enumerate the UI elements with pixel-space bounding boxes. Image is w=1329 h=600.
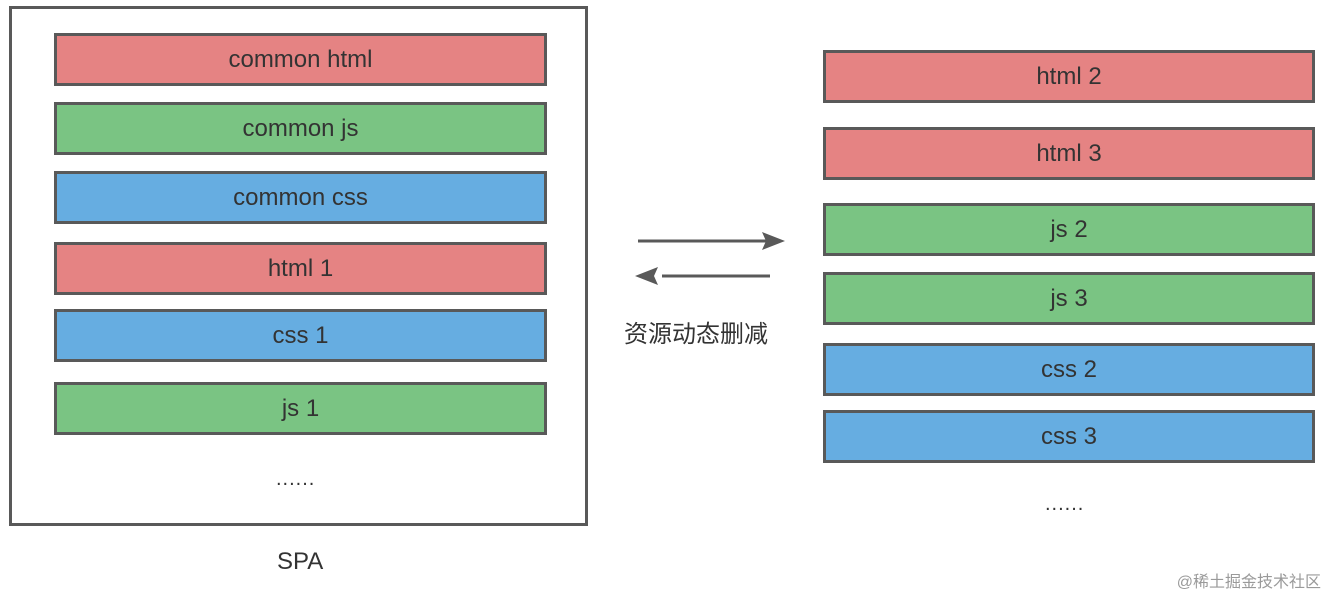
resource-block-common-css: common css — [54, 171, 547, 224]
resource-block-css-3: css 3 — [823, 410, 1315, 463]
spa-caption: SPA — [277, 548, 324, 575]
resource-block-html-3: html 3 — [823, 127, 1315, 180]
watermark: @稀土掘金技术社区 — [1176, 574, 1321, 591]
dynamic-trim-label: 资源动态删减 — [624, 321, 768, 348]
spa-container — [9, 6, 588, 526]
resource-block-js-3: js 3 — [823, 272, 1315, 325]
resource-block-css-2: css 2 — [823, 343, 1315, 396]
spa-ellipsis: ...... — [276, 468, 316, 490]
bidirectional-arrows — [635, 232, 785, 285]
resource-block-css-1: css 1 — [54, 309, 547, 362]
left-arrow-icon — [635, 267, 770, 285]
resource-block-js-2: js 2 — [823, 203, 1315, 256]
resource-block-common-html: common html — [54, 33, 547, 86]
right-arrow-icon — [638, 232, 785, 250]
resource-block-html-2: html 2 — [823, 50, 1315, 103]
resource-block-js-1: js 1 — [54, 382, 547, 435]
route-ellipsis: ...... — [1045, 493, 1085, 515]
resource-block-common-js: common js — [54, 102, 547, 155]
resource-block-html-1: html 1 — [54, 242, 547, 295]
